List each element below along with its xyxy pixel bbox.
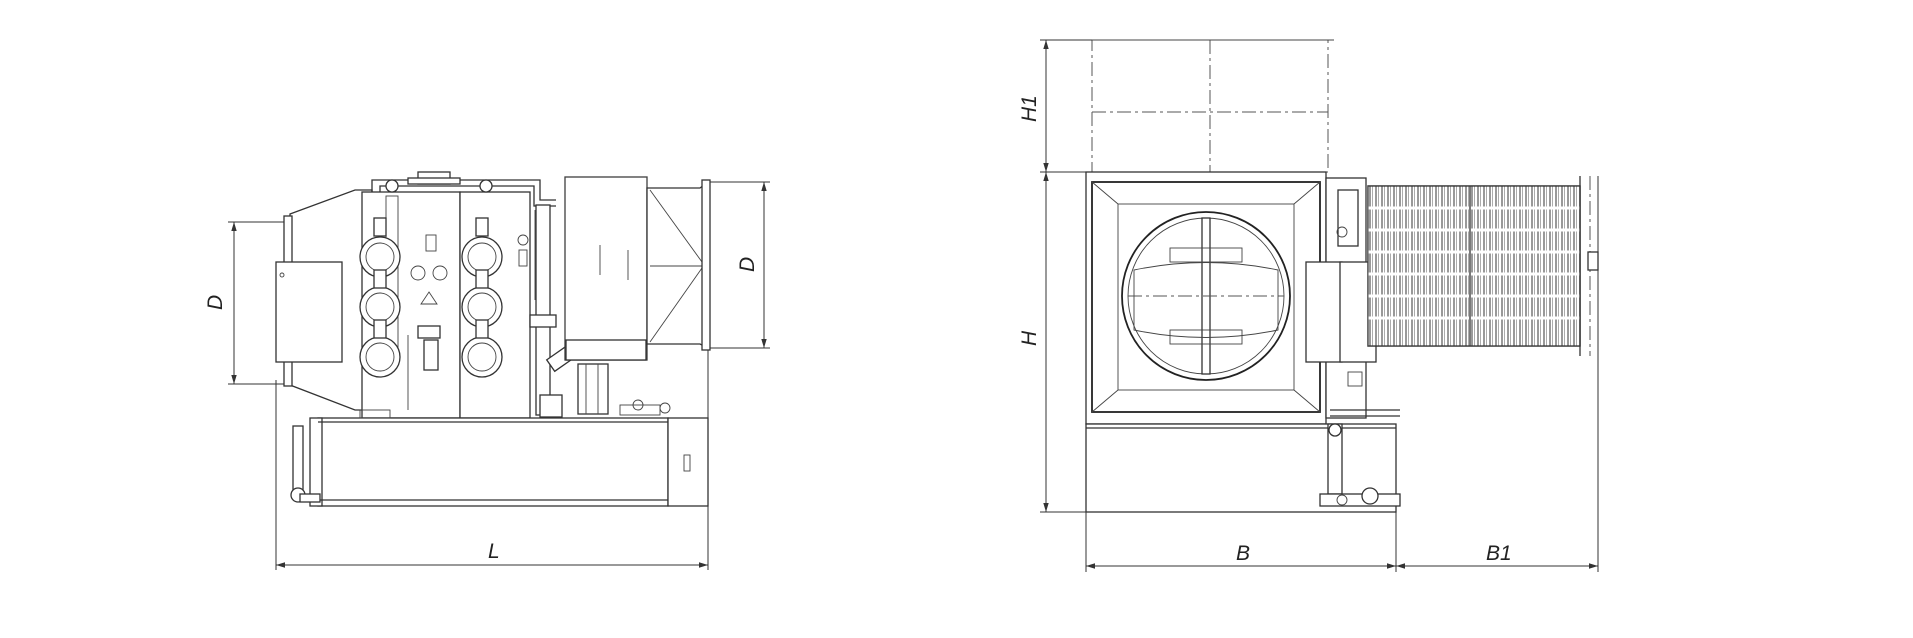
dim-label-h: H [1018,330,1041,346]
valve-column-1 [359,195,401,378]
dim-label-d-right: D [736,257,759,272]
dim-label-d-left: D [204,295,227,310]
outlet-cone [646,180,709,350]
side-view: D D L [204,171,770,570]
dim-label-b: B [1236,542,1250,565]
valve-column-2 [461,217,503,378]
dim-label-l: L [488,540,500,563]
left-junction-box [275,261,343,363]
fan-ring [1121,211,1291,381]
control-cabinet [564,176,648,361]
dim-label-h1: H1 [1018,95,1041,122]
dim-label-b1: B1 [1486,542,1512,565]
side-junction-box [1305,261,1343,363]
front-view: H1 H B B1 [1018,39,1599,572]
base-tank [317,417,669,507]
